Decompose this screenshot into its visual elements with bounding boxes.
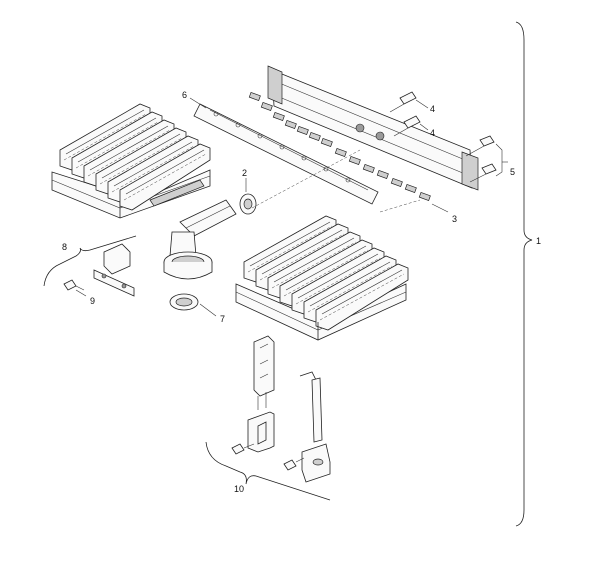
callout-8: 8 [62, 242, 67, 252]
callout-10: 10 [234, 484, 244, 494]
injectors [248, 91, 431, 201]
washer-7 [169, 293, 199, 311]
electrode-bracket-left [247, 411, 275, 453]
bracket-8-brace [43, 235, 137, 287]
assembly-bracket [515, 21, 533, 527]
left-burner-bank [51, 103, 211, 219]
electrode-rod [299, 371, 323, 443]
gas-inlet-elbow [163, 199, 237, 280]
callout-1: 1 [536, 236, 541, 246]
gasket-plate [193, 103, 379, 205]
right-burner-bank [235, 215, 409, 341]
electrode-bracket-right [301, 443, 331, 483]
screws-10 [231, 443, 305, 471]
callout-2: 2 [242, 168, 247, 178]
gas-manifold [267, 65, 479, 191]
callout-6: 6 [182, 90, 187, 100]
callout-9: 9 [90, 296, 95, 306]
callout-4a: 4 [430, 104, 435, 114]
ignition-brace [205, 441, 331, 501]
callout-7: 7 [220, 314, 225, 324]
bracket-8 [93, 243, 135, 297]
callout-5: 5 [510, 167, 515, 177]
seal-ring-2 [239, 193, 257, 215]
callout-4b: 4 [430, 128, 435, 138]
screw-9 [63, 279, 85, 291]
screws-4 [389, 91, 421, 137]
ignition-electrode [253, 335, 275, 410]
screws-5 [465, 135, 497, 183]
callout-3: 3 [452, 214, 457, 224]
